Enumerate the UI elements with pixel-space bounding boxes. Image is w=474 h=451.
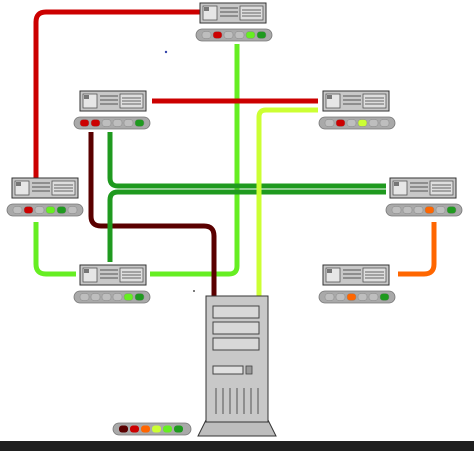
status-led-on [256,31,267,39]
drive-bay-icon [212,337,260,351]
status-led-on [245,31,256,39]
status-led-off [79,293,90,301]
status-led-off [34,206,45,214]
server-node[interactable] [73,90,151,130]
bottom-edge-bar [0,441,474,451]
status-led-off [90,293,101,301]
link-top-to-tower [150,44,240,277]
status-led-on [446,206,457,214]
floppy-slot-icon [212,365,244,375]
legend-swatch [130,425,139,433]
status-led-off [413,206,424,214]
status-led-off [112,119,123,127]
rack-server-icon [79,264,147,286]
status-led-off [12,206,23,214]
stray-dot [164,50,168,54]
status-led-off [234,31,245,39]
status-led-off [335,293,346,301]
drive-bay-icon [212,305,260,319]
status-led-off [402,206,413,214]
status-led-on [90,119,101,127]
link-upper-left-to-mid-right [107,132,386,189]
status-led-on [123,293,134,301]
status-led-off [346,119,357,127]
legend-swatch [163,425,172,433]
status-led-off [223,31,234,39]
status-led-off [357,293,368,301]
rack-server-icon [199,2,267,24]
rack-server-icon [389,177,457,199]
status-led-on [379,293,390,301]
status-led-off [67,206,78,214]
status-led-on [346,293,357,301]
stray-dot [193,290,195,292]
server-node[interactable] [195,2,273,42]
server-node[interactable] [385,177,463,217]
status-led-off [123,119,134,127]
status-led-on [424,206,435,214]
status-led-off [368,119,379,127]
rack-server-icon [322,90,390,112]
tower-server[interactable] [197,295,277,437]
legend-swatch [174,425,183,433]
power-button-icon [245,365,253,375]
server-node[interactable] [318,264,396,304]
status-led-off [324,293,335,301]
status-led-off [379,119,390,127]
rack-server-icon [11,177,79,199]
status-led-off [391,206,402,214]
status-led-on [56,206,67,214]
status-led-on [134,119,145,127]
status-led-on [335,119,346,127]
color-legend [112,422,192,436]
server-node[interactable] [318,90,396,130]
drive-bay-icon [212,321,260,335]
status-led-on [357,119,368,127]
status-led-on [134,293,145,301]
tower-vent-icon [215,388,259,414]
status-led-off [101,119,112,127]
link-upper-left-to-tower [88,132,217,296]
link-lower-left-to-mid-right [107,189,386,262]
link-mid-right-to-lower-right [398,222,437,277]
legend-swatch [141,425,150,433]
status-led-off [435,206,446,214]
status-led-off [201,31,212,39]
server-node[interactable] [6,177,84,217]
status-led-off [112,293,123,301]
rack-server-icon [79,90,147,112]
status-led-on [23,206,34,214]
status-led-off [324,119,335,127]
link-upper-right-to-tower [256,107,318,296]
link-top-to-mid-left [33,9,200,178]
legend-swatch [152,425,161,433]
server-node[interactable] [73,264,151,304]
link-mid-left-to-lower-left [33,222,76,277]
link-layer [33,9,437,296]
status-led-on [79,119,90,127]
status-led-off [368,293,379,301]
status-led-off [101,293,112,301]
status-led-on [212,31,223,39]
rack-server-icon [322,264,390,286]
legend-swatch [119,425,128,433]
status-led-on [45,206,56,214]
